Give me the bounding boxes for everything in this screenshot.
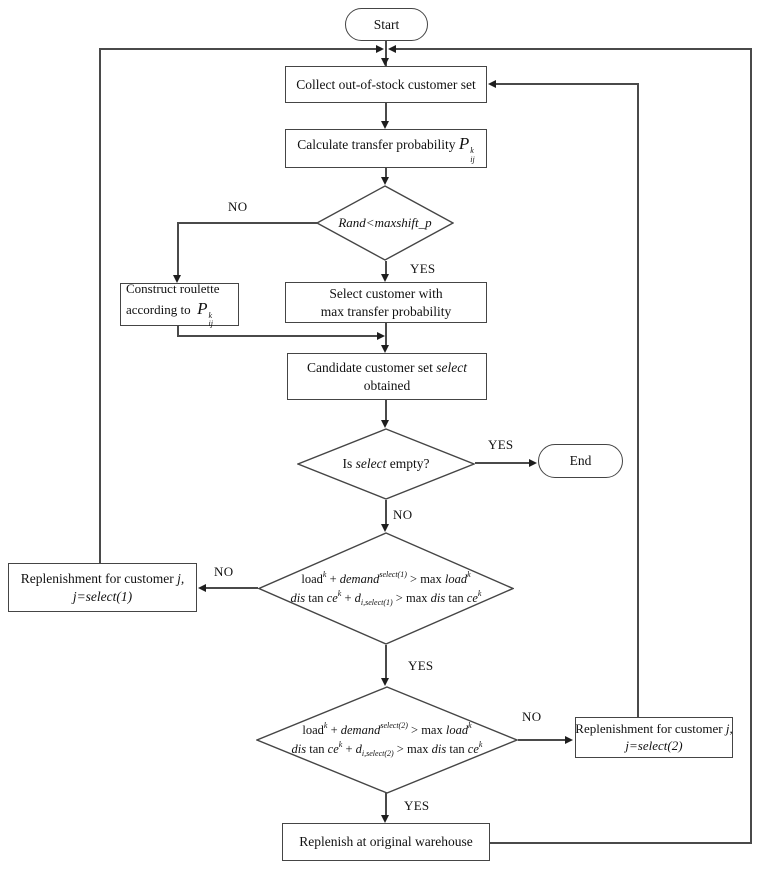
edge-repl2-up xyxy=(637,83,639,718)
arrowhead xyxy=(529,458,537,467)
edge-start-collect xyxy=(385,41,387,66)
arrowhead xyxy=(381,121,389,129)
arrowhead xyxy=(381,524,389,532)
start-label: Start xyxy=(373,16,400,32)
replenishment-select1-label: Replenishment for customer j,j=select(1) xyxy=(20,570,185,604)
edge-label-yes-check1: YES xyxy=(408,658,434,673)
replenishment-select2-node: Replenishment for customer j,j=select(2) xyxy=(575,717,733,758)
edge-label-no-check2: NO xyxy=(522,709,542,724)
edge-check1-no xyxy=(205,587,258,589)
arrowhead xyxy=(381,420,389,428)
edge-calculate-rand xyxy=(385,168,387,178)
edge-rand-no-vertical xyxy=(177,222,179,276)
edge-feedback-collect-right xyxy=(494,83,638,85)
diamond-shape xyxy=(297,428,475,500)
arrowhead xyxy=(388,44,396,53)
end-node: End xyxy=(538,444,623,478)
edge-select-candidate xyxy=(385,323,387,346)
replenishment-select1-node: Replenishment for customer j,j=select(1) xyxy=(8,563,197,612)
arrowhead xyxy=(173,275,181,283)
is-select-empty-decision-node: Is select empty? xyxy=(297,428,475,500)
edge-check2-yes xyxy=(385,793,387,816)
edge-label-no-empty: NO xyxy=(393,507,413,522)
replenish-warehouse-label: Replenish at original warehouse xyxy=(299,834,473,850)
arrowhead xyxy=(377,331,385,340)
arrowhead xyxy=(381,345,389,353)
arrowhead xyxy=(381,58,389,66)
diamond-shape xyxy=(316,185,454,261)
arrowhead xyxy=(565,735,573,744)
edge-label-yes-check2: YES xyxy=(404,798,430,813)
edge-feedback-left-vertical xyxy=(99,48,101,564)
edge-label-no-rand: NO xyxy=(228,199,248,214)
arrowhead xyxy=(381,177,389,185)
edge-roulette-merge xyxy=(177,335,379,337)
edge-label-yes-rand: YES xyxy=(410,261,436,276)
arrowhead xyxy=(381,678,389,686)
edge-label-yes-empty: YES xyxy=(488,437,514,452)
arrowhead xyxy=(488,79,496,88)
edge-check2-no xyxy=(518,739,567,741)
replenish-warehouse-node: Replenish at original warehouse xyxy=(282,823,490,861)
edge-collect-calculate xyxy=(385,103,387,122)
arrowhead xyxy=(381,815,389,823)
end-label: End xyxy=(569,453,592,469)
edge-feedback-top-right xyxy=(394,48,751,50)
edge-empty-no xyxy=(385,500,387,525)
edge-label-no-check1: NO xyxy=(214,564,234,579)
edge-empty-yes xyxy=(475,462,531,464)
arrowhead xyxy=(381,274,389,282)
collect-out-of-stock-node: Collect out-of-stock customer set xyxy=(285,66,487,103)
start-node: Start xyxy=(345,8,428,41)
edge-warehouse-right xyxy=(490,842,751,844)
edge-check1-yes xyxy=(385,645,387,679)
edge-feedback-right-vertical xyxy=(750,48,752,845)
diamond-shape xyxy=(256,686,518,794)
rand-decision-label: Rand<maxshift_p xyxy=(338,214,432,230)
diamond-shape xyxy=(258,532,514,645)
arrowhead xyxy=(198,583,206,592)
edge-candidate-empty xyxy=(385,400,387,421)
rand-decision-node: Rand<maxshift_p xyxy=(316,185,454,261)
arrowhead xyxy=(376,44,384,53)
is-select-empty-label: Is select empty? xyxy=(342,456,430,472)
edge-roulette-down xyxy=(177,326,179,337)
collect-label: Collect out-of-stock customer set xyxy=(296,76,476,92)
replenishment-select2-label: Replenishment for customer j,j=select(2) xyxy=(575,720,733,753)
edge-rand-yes xyxy=(385,261,387,274)
edge-rand-no-horizontal xyxy=(178,222,318,224)
edge-feedback-top-left xyxy=(100,48,378,50)
